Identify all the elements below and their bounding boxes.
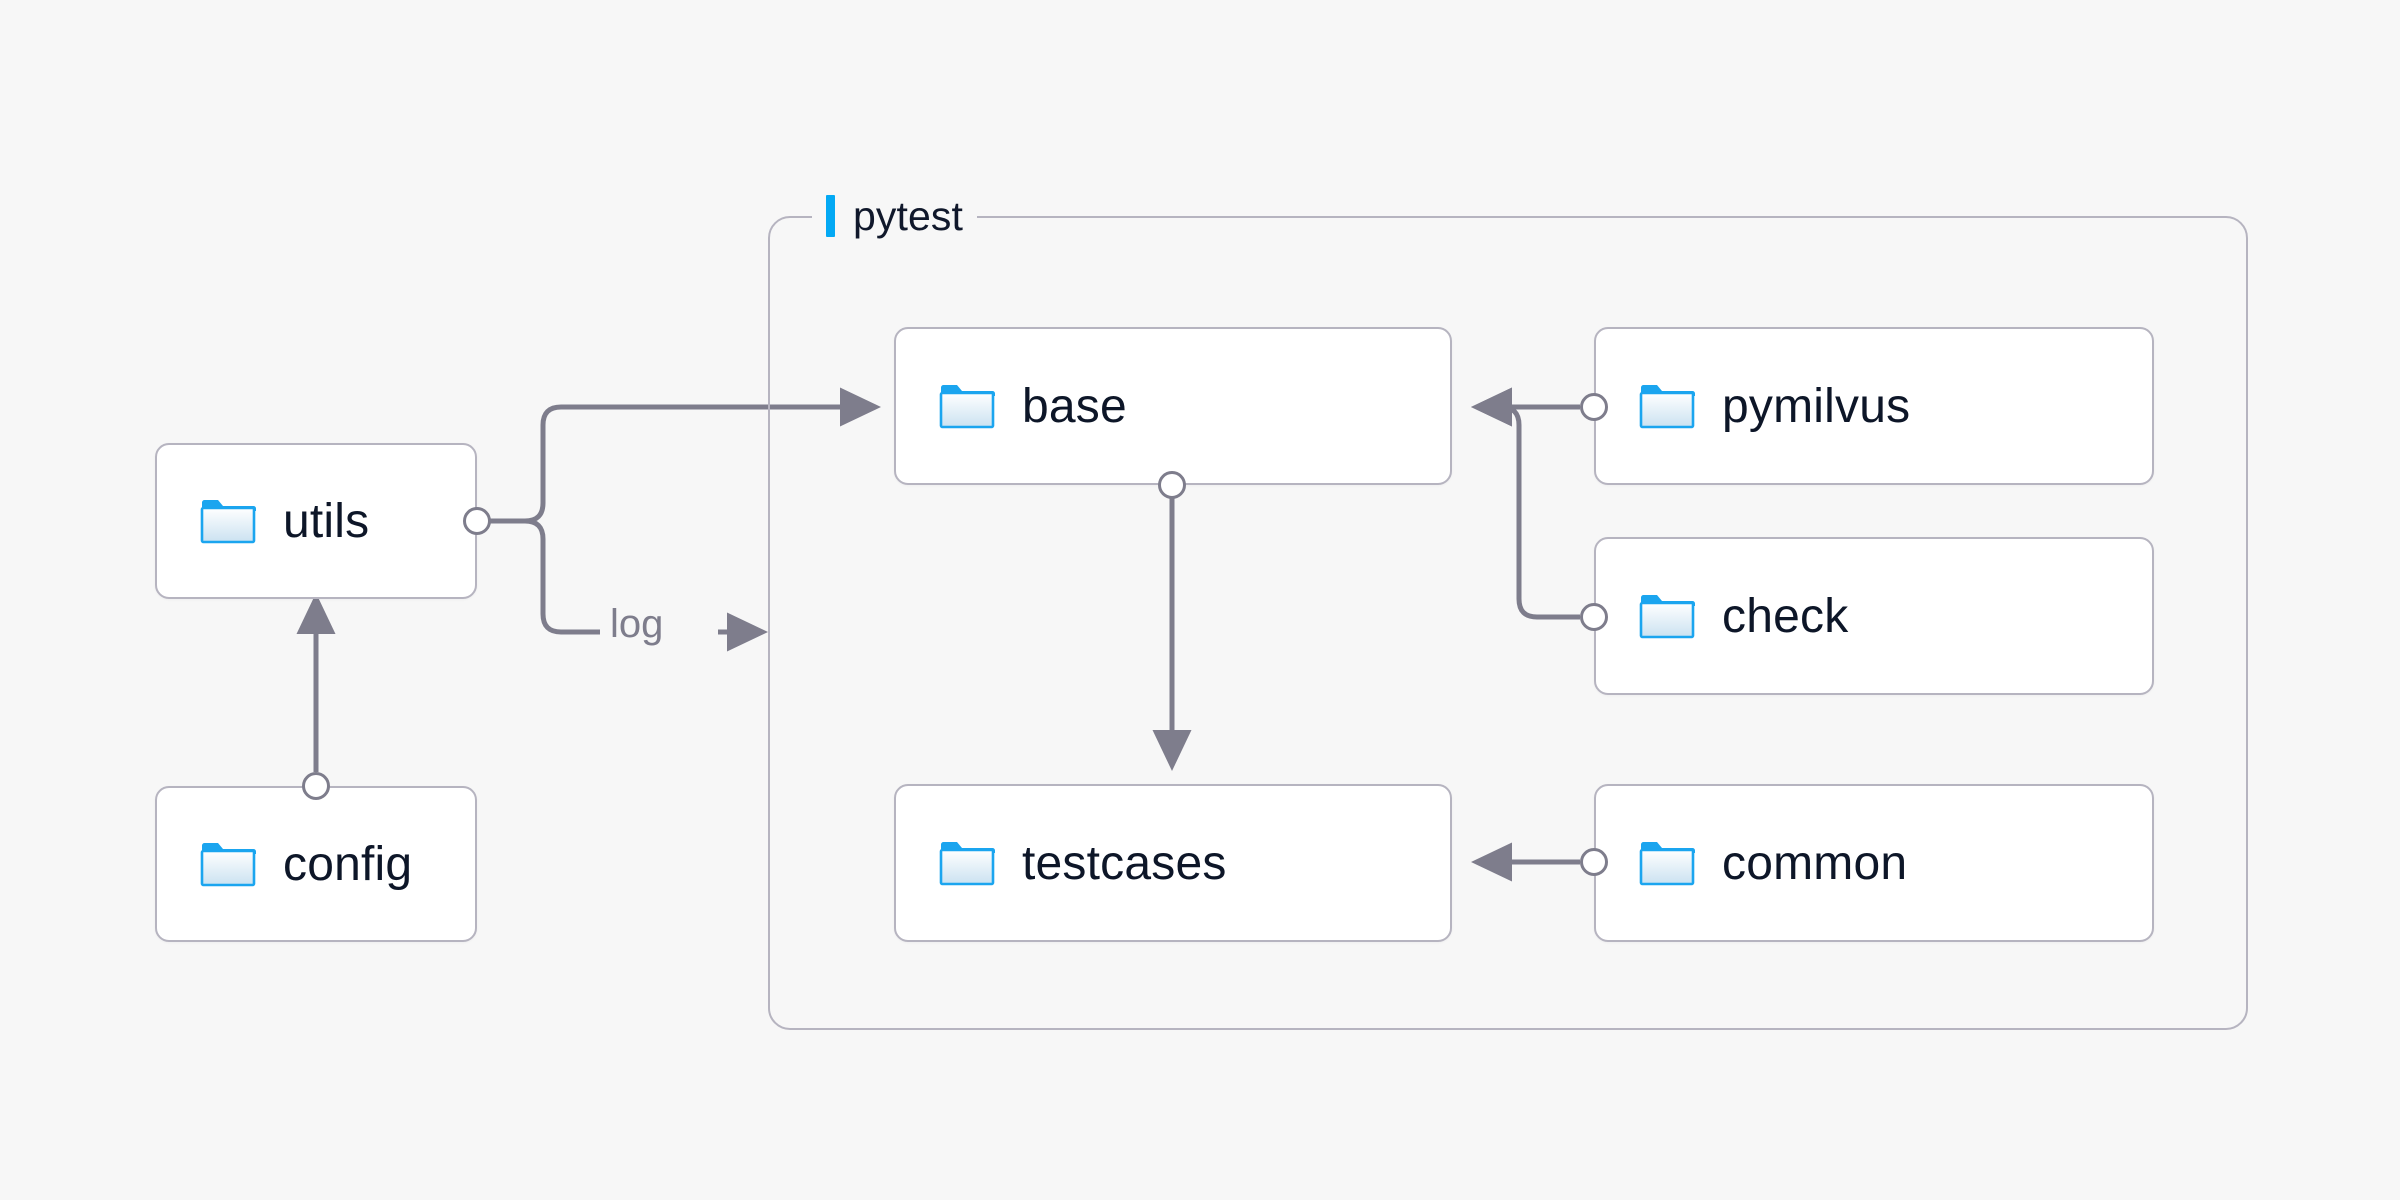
folder-icon (939, 842, 995, 886)
port-utils-right[interactable] (463, 507, 491, 535)
edge-label-log: log (600, 602, 674, 647)
node-testcases[interactable]: testcases (894, 784, 1452, 942)
node-check-label: check (1722, 589, 1849, 643)
node-check-content: check (1596, 589, 1848, 644)
group-accent-bar (826, 195, 835, 237)
node-config[interactable]: config (155, 786, 477, 942)
folder-icon (939, 385, 995, 429)
group-title: pytest (853, 192, 963, 239)
node-utils[interactable]: utils (155, 443, 477, 599)
node-common-label: common (1722, 836, 1908, 890)
folder-icon (1639, 595, 1695, 639)
node-config-content: config (157, 837, 412, 892)
node-check[interactable]: check (1594, 537, 2154, 695)
node-base-label: base (1022, 379, 1127, 433)
folder-icon (200, 500, 256, 544)
group-pytest (768, 216, 2248, 1030)
node-common[interactable]: common (1594, 784, 2154, 942)
port-base-bottom[interactable] (1158, 471, 1186, 499)
node-testcases-label: testcases (1022, 836, 1227, 890)
group-pytest-label: pytest (812, 193, 977, 239)
node-base[interactable]: base (894, 327, 1452, 485)
node-pymilvus-label: pymilvus (1722, 379, 1911, 433)
port-pymilvus-left[interactable] (1580, 393, 1608, 421)
folder-icon (1639, 385, 1695, 429)
port-check-left[interactable] (1580, 603, 1608, 631)
folder-icon (1639, 842, 1695, 886)
port-config-top[interactable] (302, 772, 330, 800)
node-config-label: config (283, 837, 413, 891)
node-common-content: common (1596, 836, 1907, 891)
node-pymilvus[interactable]: pymilvus (1594, 327, 2154, 485)
node-base-content: base (896, 379, 1127, 434)
node-pymilvus-content: pymilvus (1596, 379, 1910, 434)
port-common-left[interactable] (1580, 848, 1608, 876)
node-utils-label: utils (283, 494, 370, 548)
folder-icon (200, 843, 256, 887)
node-utils-content: utils (157, 494, 369, 549)
node-testcases-content: testcases (896, 836, 1227, 891)
